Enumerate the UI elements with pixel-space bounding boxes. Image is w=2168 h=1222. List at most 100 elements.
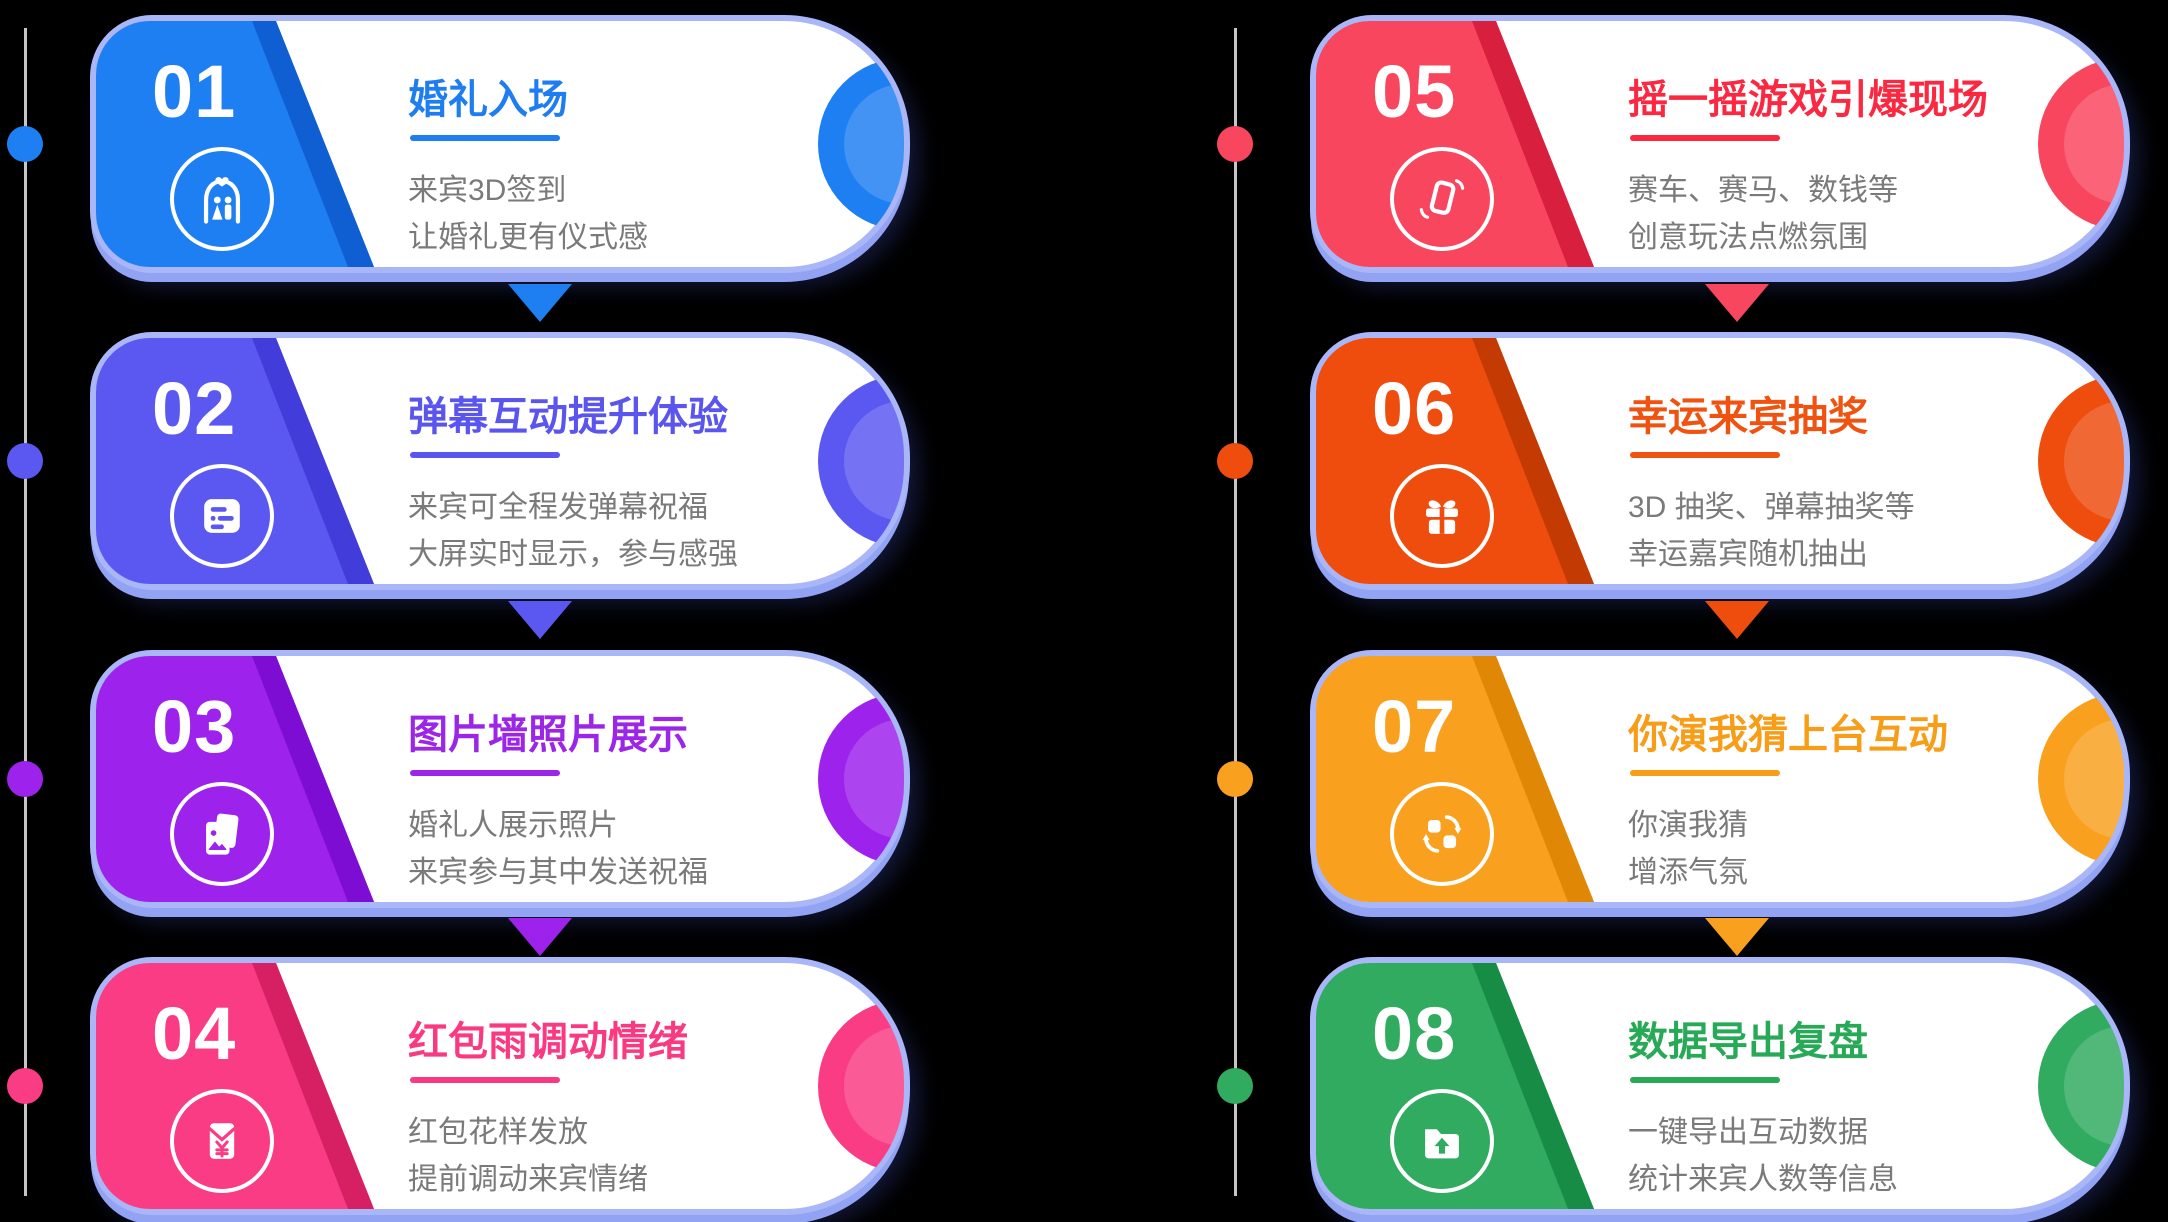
desc-line-1: 红包花样发放: [408, 1116, 588, 1149]
down-arrow-icon: [1705, 601, 1769, 639]
card-description: 赛车、赛马、数钱等 创意玩法点燃氛围: [1628, 167, 1898, 261]
step-number: 04: [152, 992, 237, 1075]
red-envelope-icon: [170, 1089, 274, 1193]
card-02: 02 弹幕互动提升体验 来宾可全程发弹幕祝福 大屏实时显示，参与感强: [90, 332, 910, 590]
card-07-body: 07 你演我猜上台互动 你演我猜 增添气氛: [1316, 656, 2124, 902]
timeline-dot-06: [1217, 443, 1253, 479]
right-cap-ring: [844, 84, 904, 204]
card-title: 数据导出复盘: [1628, 1020, 1868, 1064]
right-cap: [2038, 375, 2124, 547]
swap-arrows-icon: [1390, 782, 1494, 886]
card-06: 06 幸运来宾抽奖 3D 抽奖、弹幕抽奖等 幸运嘉宾随机抽出: [1310, 332, 2130, 590]
step-number: 03: [152, 685, 237, 768]
timeline-dot-07: [1217, 761, 1253, 797]
wedding-arch-icon: [170, 147, 274, 251]
timeline-line-right: [1234, 28, 1237, 1196]
card-04-body: 04 红包雨调动情绪 红包花样发放 提前调动来宾情绪: [96, 963, 904, 1209]
title-underline: [410, 135, 560, 141]
step-number: 07: [1372, 685, 1457, 768]
card-05: 05 摇一摇游戏引爆现场 赛车、赛马、数钱等 创意玩法点燃氛围: [1310, 15, 2130, 273]
title-underline: [1630, 770, 1780, 776]
right-cap: [2038, 1000, 2124, 1172]
timeline-dot-01: [7, 126, 43, 162]
timeline-line-left: [24, 28, 27, 1196]
card-title: 红包雨调动情绪: [408, 1020, 688, 1064]
title-underline: [1630, 452, 1780, 458]
step-number: 05: [1372, 50, 1457, 133]
card-03: 03 图片墙照片展示 婚礼人展示照片 来宾参与其中发送祝福: [90, 650, 910, 908]
card-title: 婚礼入场: [408, 78, 568, 122]
right-cap-ring: [2064, 719, 2124, 839]
shake-phone-icon: [1390, 147, 1494, 251]
danmaku-message-icon: [170, 464, 274, 568]
desc-line-1: 来宾3D签到: [408, 174, 567, 207]
right-cap-ring: [2064, 401, 2124, 521]
card-description: 3D 抽奖、弹幕抽奖等 幸运嘉宾随机抽出: [1628, 484, 1915, 578]
desc-line-2: 来宾参与其中发送祝福: [408, 856, 708, 889]
timeline-dot-04: [7, 1068, 43, 1104]
card-04: 04 红包雨调动情绪 红包花样发放 提前调动来宾情绪: [90, 957, 910, 1215]
desc-line-2: 创意玩法点燃氛围: [1628, 221, 1868, 254]
card-07: 07 你演我猜上台互动 你演我猜 增添气氛: [1310, 650, 2130, 908]
desc-line-2: 大屏实时显示，参与感强: [408, 538, 738, 571]
title-underline: [410, 770, 560, 776]
card-02-body: 02 弹幕互动提升体验 来宾可全程发弹幕祝福 大屏实时显示，参与感强: [96, 338, 904, 584]
card-description: 你演我猜 增添气氛: [1628, 802, 1748, 896]
desc-line-1: 来宾可全程发弹幕祝福: [408, 491, 708, 524]
down-arrow-icon: [508, 918, 572, 956]
timeline-dot-05: [1217, 126, 1253, 162]
export-folder-icon: [1390, 1089, 1494, 1193]
step-number: 02: [152, 367, 237, 450]
desc-line-1: 赛车、赛马、数钱等: [1628, 174, 1898, 207]
right-cap-ring: [2064, 84, 2124, 204]
card-description: 红包花样发放 提前调动来宾情绪: [408, 1109, 648, 1203]
step-number: 08: [1372, 992, 1457, 1075]
card-06-body: 06 幸运来宾抽奖 3D 抽奖、弹幕抽奖等 幸运嘉宾随机抽出: [1316, 338, 2124, 584]
desc-line-2: 让婚礼更有仪式感: [408, 221, 648, 254]
step-number: 01: [152, 50, 237, 133]
step-number: 06: [1372, 367, 1457, 450]
title-underline: [1630, 135, 1780, 141]
card-title: 弹幕互动提升体验: [408, 395, 728, 439]
card-08: 08 数据导出复盘 一键导出互动数据 统计来宾人数等信息: [1310, 957, 2130, 1215]
desc-line-1: 婚礼人展示照片: [408, 809, 618, 842]
card-01-body: 01 婚礼入场 来宾3D签到 让婚礼更有仪式感: [96, 21, 904, 267]
card-title: 你演我猜上台互动: [1628, 713, 1948, 757]
desc-line-2: 提前调动来宾情绪: [408, 1163, 648, 1196]
down-arrow-icon: [1705, 284, 1769, 322]
card-description: 一键导出互动数据 统计来宾人数等信息: [1628, 1109, 1898, 1203]
right-cap: [818, 693, 904, 865]
right-cap-ring: [844, 401, 904, 521]
desc-line-1: 一键导出互动数据: [1628, 1116, 1868, 1149]
gift-box-icon: [1390, 464, 1494, 568]
card-description: 来宾3D签到 让婚礼更有仪式感: [408, 167, 648, 261]
right-cap: [2038, 693, 2124, 865]
card-title: 图片墙照片展示: [408, 713, 688, 757]
timeline-dot-02: [7, 443, 43, 479]
timeline-dot-03: [7, 761, 43, 797]
desc-line-2: 增添气氛: [1628, 856, 1748, 889]
right-cap: [818, 1000, 904, 1172]
card-title: 摇一摇游戏引爆现场: [1628, 78, 1988, 122]
right-cap-ring: [2064, 1026, 2124, 1146]
right-cap-ring: [844, 1026, 904, 1146]
down-arrow-icon: [508, 284, 572, 322]
right-cap-ring: [844, 719, 904, 839]
card-08-body: 08 数据导出复盘 一键导出互动数据 统计来宾人数等信息: [1316, 963, 2124, 1209]
desc-line-2: 幸运嘉宾随机抽出: [1628, 538, 1868, 571]
card-description: 来宾可全程发弹幕祝福 大屏实时显示，参与感强: [408, 484, 738, 578]
title-underline: [410, 1077, 560, 1083]
down-arrow-icon: [508, 601, 572, 639]
photo-wall-icon: [170, 782, 274, 886]
desc-line-1: 你演我猜: [1628, 809, 1748, 842]
right-cap: [818, 58, 904, 230]
title-underline: [1630, 1077, 1780, 1083]
card-05-body: 05 摇一摇游戏引爆现场 赛车、赛马、数钱等 创意玩法点燃氛围: [1316, 21, 2124, 267]
right-cap: [818, 375, 904, 547]
card-03-body: 03 图片墙照片展示 婚礼人展示照片 来宾参与其中发送祝福: [96, 656, 904, 902]
desc-line-2: 统计来宾人数等信息: [1628, 1163, 1898, 1196]
card-01: 01 婚礼入场 来宾3D签到 让婚礼更有仪式感: [90, 15, 910, 273]
card-description: 婚礼人展示照片 来宾参与其中发送祝福: [408, 802, 708, 896]
right-cap: [2038, 58, 2124, 230]
